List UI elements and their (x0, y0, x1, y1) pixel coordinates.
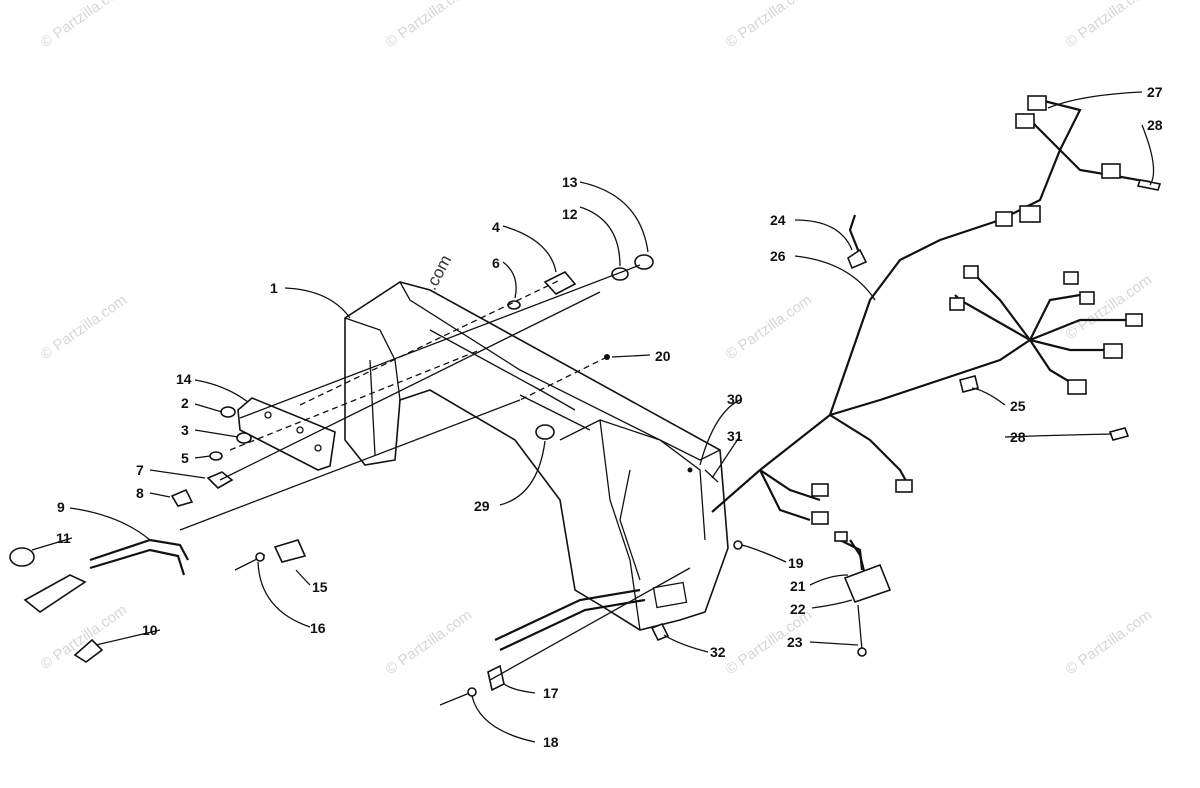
misc-hardware (535, 424, 743, 642)
watermark: © Partzilla.com (723, 0, 816, 51)
connector (1063, 271, 1079, 285)
watermark: © Partzilla.com (38, 601, 131, 673)
connector (1019, 205, 1041, 223)
cable-assembly (9, 538, 189, 663)
watermark: © Partzilla.com (38, 291, 131, 363)
screw-23 (857, 647, 867, 657)
callout-13: 13 (562, 174, 578, 190)
terminal-28 (1136, 179, 1162, 191)
switch-assembly (834, 531, 892, 657)
callout-24: 24 (770, 212, 786, 228)
screw-18 (467, 687, 477, 697)
callout-30: 30 (727, 391, 743, 407)
connector (995, 211, 1013, 227)
console-bracket (344, 281, 729, 631)
grommet-5 (209, 451, 223, 461)
switch-4 (543, 271, 577, 295)
connector (1015, 113, 1035, 129)
callout-12: 12 (562, 206, 578, 222)
connector (1027, 95, 1047, 111)
callout-5: 5 (181, 450, 189, 466)
fastener-20 (179, 354, 610, 531)
callout-6: 6 (492, 255, 500, 271)
washer-12 (611, 267, 629, 281)
grommet-6 (507, 300, 521, 310)
watermark: © Partzilla.com (723, 291, 816, 363)
washer-19 (733, 540, 743, 550)
watermark: © Partzilla.com (1063, 0, 1156, 51)
nut-13 (634, 254, 654, 270)
connector (1101, 163, 1121, 179)
connector (1079, 291, 1095, 305)
callout-15: 15 (312, 579, 328, 595)
washer-3 (236, 432, 252, 444)
upper-hardware (219, 254, 654, 481)
connector (963, 265, 979, 279)
nut-2 (220, 406, 236, 418)
callout-9: 9 (57, 499, 65, 515)
callout-4: 4 (492, 219, 500, 235)
leader-lines (31, 91, 1155, 743)
connector (949, 297, 965, 311)
callout-17: 17 (543, 685, 559, 701)
callout-11: 11 (56, 530, 71, 546)
callout-29: 29 (474, 498, 490, 514)
connector (895, 479, 913, 493)
callout-25: 25 (1010, 398, 1026, 414)
callout-28-lower: 28 (1010, 429, 1026, 445)
connector (811, 483, 829, 497)
callout-22: 22 (790, 601, 806, 617)
callout-28: 28 (1147, 117, 1163, 133)
callout-10: 10 (142, 622, 158, 638)
terminal-28 (1108, 427, 1130, 441)
callout-7: 7 (136, 462, 144, 478)
plate-15 (273, 539, 307, 563)
fitting-10 (73, 638, 104, 663)
callouts: 1 2 3 4 5 6 7 8 9 10 11 12 13 14 15 16 1… (56, 84, 1163, 750)
callout-20: 20 (655, 348, 671, 364)
switch-22 (843, 563, 892, 603)
clip-8 (170, 488, 194, 507)
lower-left-hardware (234, 539, 307, 571)
screw-31 (704, 469, 719, 483)
callout-32: 32 (710, 644, 726, 660)
callout-2: 2 (181, 395, 189, 411)
cap-11 (9, 547, 35, 567)
callout-31: 31 (727, 428, 743, 444)
watermark: © Partzilla.com (1063, 606, 1156, 678)
callout-1: 1 (270, 280, 278, 296)
callout-8: 8 (136, 485, 144, 501)
bolt-32 (650, 622, 670, 642)
callout-21: 21 (790, 578, 806, 594)
watermark: © Partzilla.com (383, 0, 476, 51)
callout-26: 26 (770, 248, 786, 264)
watermark: © Partzilla.com (38, 0, 131, 51)
callout-19: 19 (788, 555, 804, 571)
watermark: © Partzilla.com (383, 606, 476, 678)
connector (1067, 379, 1087, 395)
clip-24 (847, 248, 868, 270)
clip-25 (959, 375, 979, 393)
callout-3: 3 (181, 422, 189, 438)
lower-center-hardware (439, 567, 691, 706)
grommet-29 (535, 424, 555, 440)
wiring-harness (711, 95, 1162, 576)
callout-14: 14 (176, 371, 192, 387)
cable-handle (23, 574, 87, 613)
connector (1103, 343, 1123, 359)
clip-17 (487, 664, 505, 692)
callout-27: 27 (1147, 84, 1163, 100)
screw-30 (687, 467, 693, 473)
mounting-plate (170, 397, 336, 507)
connector (811, 511, 829, 525)
callout-16: 16 (310, 620, 326, 636)
callout-18: 18 (543, 734, 559, 750)
connector (1125, 313, 1143, 327)
callout-23: 23 (787, 634, 803, 650)
